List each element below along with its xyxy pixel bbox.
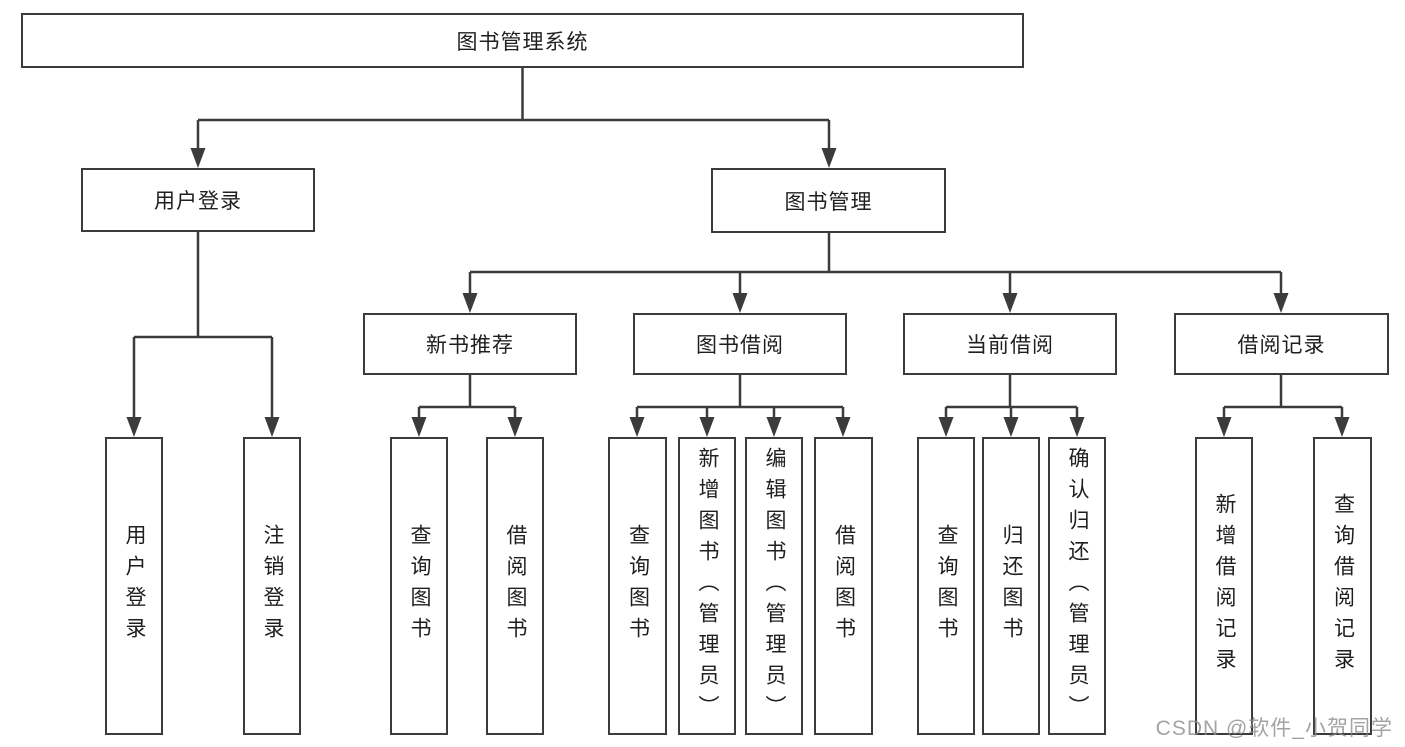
node-leaf-confirm-return-admin: 确认归还（管理员） [1048,437,1106,735]
node-leaf-query-borrow-record: 查询借阅记录 [1313,437,1372,735]
node-leaf-query-books-1: 查询图书 [390,437,448,735]
node-library-system: 图书管理系统 [21,13,1024,68]
node-new-book-recommend: 新书推荐 [363,313,577,375]
node-label: 确认归还（管理员） [1066,446,1089,726]
node-label: 新增借阅记录 [1213,493,1236,679]
node-book-borrow: 图书借阅 [633,313,847,375]
csdn-watermark: CSDN @软件_小贺同学 [1155,717,1393,740]
node-label: 借阅图书 [832,524,856,648]
node-current-borrow: 当前借阅 [903,313,1117,375]
node-leaf-user-login: 用户登录 [105,437,163,735]
node-leaf-borrow-books-1: 借阅图书 [486,437,544,735]
node-label: 用户登录 [123,524,146,648]
node-leaf-return-book: 归还图书 [982,437,1040,735]
node-leaf-query-books-3: 查询图书 [917,437,975,735]
node-label: 借阅图书 [504,524,527,648]
node-leaf-add-borrow-record: 新增借阅记录 [1195,437,1253,735]
node-leaf-logout: 注销登录 [243,437,301,735]
node-user-login: 用户登录 [81,168,315,232]
node-label: 查询图书 [935,524,958,648]
node-label: 查询借阅记录 [1331,493,1355,679]
node-label: 查询图书 [408,524,431,648]
node-leaf-add-book-admin: 新增图书（管理员） [678,437,736,735]
node-leaf-query-books-2: 查询图书 [608,437,667,735]
node-label: 注销登录 [261,524,284,648]
node-leaf-borrow-books-2: 借阅图书 [814,437,873,735]
node-label: 新增图书（管理员） [696,446,719,726]
node-label: 查询图书 [626,524,650,648]
node-leaf-edit-book-admin: 编辑图书（管理员） [745,437,803,735]
node-label: 编辑图书（管理员） [763,446,786,726]
node-label: 归还图书 [1000,524,1023,648]
node-book-management: 图书管理 [711,168,946,233]
node-borrow-records: 借阅记录 [1174,313,1389,375]
